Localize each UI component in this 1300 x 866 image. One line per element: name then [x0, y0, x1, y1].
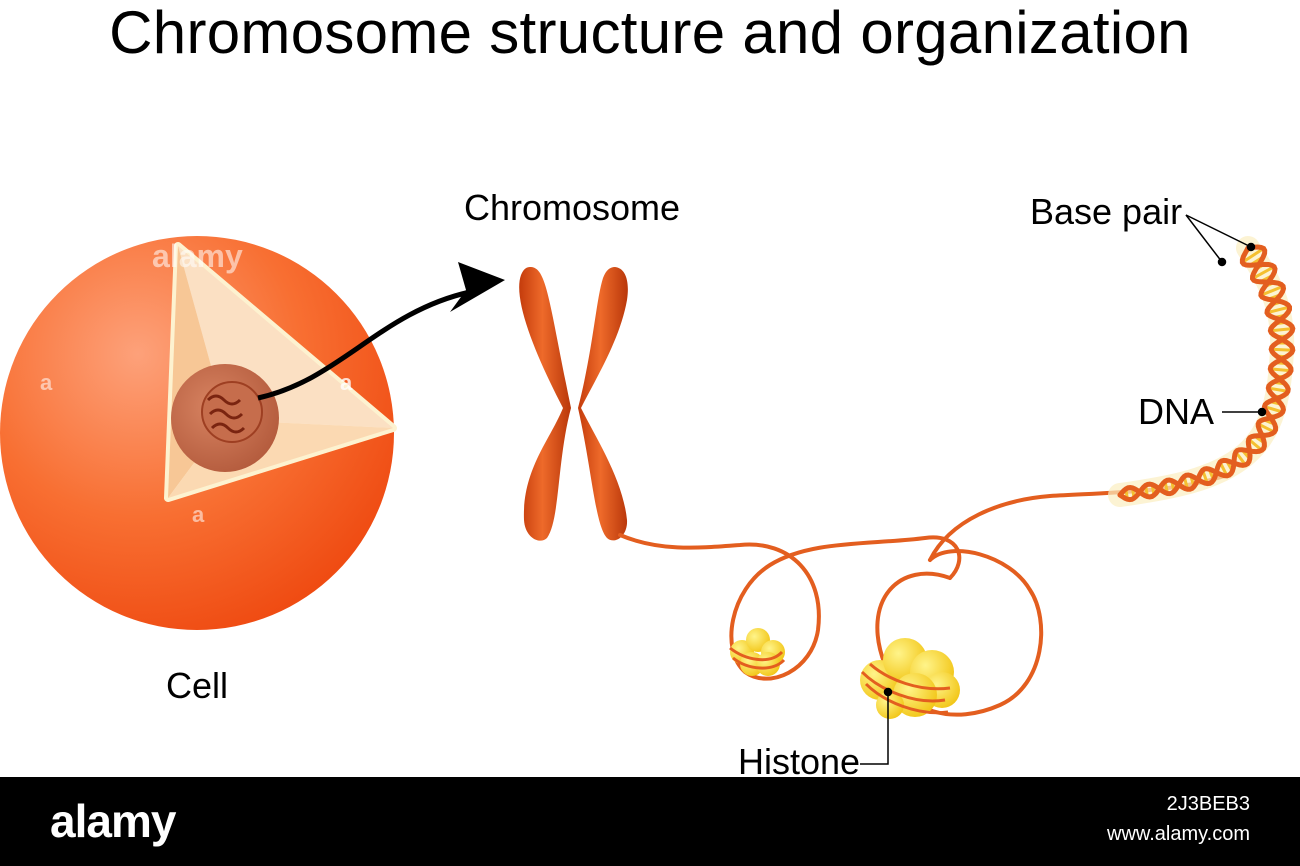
- base-pair: [1257, 422, 1276, 434]
- base-pair: [1251, 265, 1275, 280]
- cell: [0, 236, 397, 630]
- footer-bar: alamy 2J3BEB3 www.alamy.com: [0, 777, 1300, 866]
- base-pair: [1271, 347, 1293, 352]
- histone-label: Histone: [738, 741, 861, 782]
- dna-strand: [1117, 245, 1296, 503]
- dna-helix: [1108, 236, 1296, 507]
- base-pair: [1241, 247, 1265, 264]
- base-pair-label: Base pair: [1030, 191, 1183, 232]
- histone-small: [729, 628, 786, 676]
- chromosome: [519, 267, 628, 541]
- chromosome-label: Chromosome: [464, 187, 681, 228]
- base-pair: [1268, 386, 1289, 393]
- brand-logo: alamy: [50, 795, 176, 847]
- histone-leader: [860, 687, 893, 765]
- cell-label: Cell: [166, 665, 229, 706]
- base-pair-leaders: [1185, 214, 1256, 267]
- watermark-letter: a: [340, 370, 353, 395]
- base-pair: [1270, 327, 1293, 333]
- base-pair: [1266, 305, 1290, 315]
- base-pair: [1260, 284, 1284, 297]
- base-pair: [1264, 405, 1284, 414]
- dna-strand: [1117, 244, 1296, 500]
- dna-leader: [1222, 407, 1267, 417]
- dna-label: DNA: [1138, 391, 1215, 432]
- site-url: www.alamy.com: [1107, 823, 1250, 845]
- watermark-letter: a: [192, 502, 205, 527]
- image-id: 2J3BEB3: [1166, 793, 1250, 815]
- base-pair: [1270, 367, 1292, 373]
- watermark-letter: a: [598, 370, 611, 395]
- chromosome-diagram: [0, 214, 1296, 765]
- page-title: Chromosome structure and organization: [109, 0, 1191, 66]
- watermark-text: alamy: [152, 238, 243, 274]
- nucleus-to-chromosome-arrow: [257, 262, 505, 401]
- watermark-letter: a: [40, 370, 53, 395]
- histone-large: [860, 638, 960, 719]
- nucleus: [171, 364, 279, 472]
